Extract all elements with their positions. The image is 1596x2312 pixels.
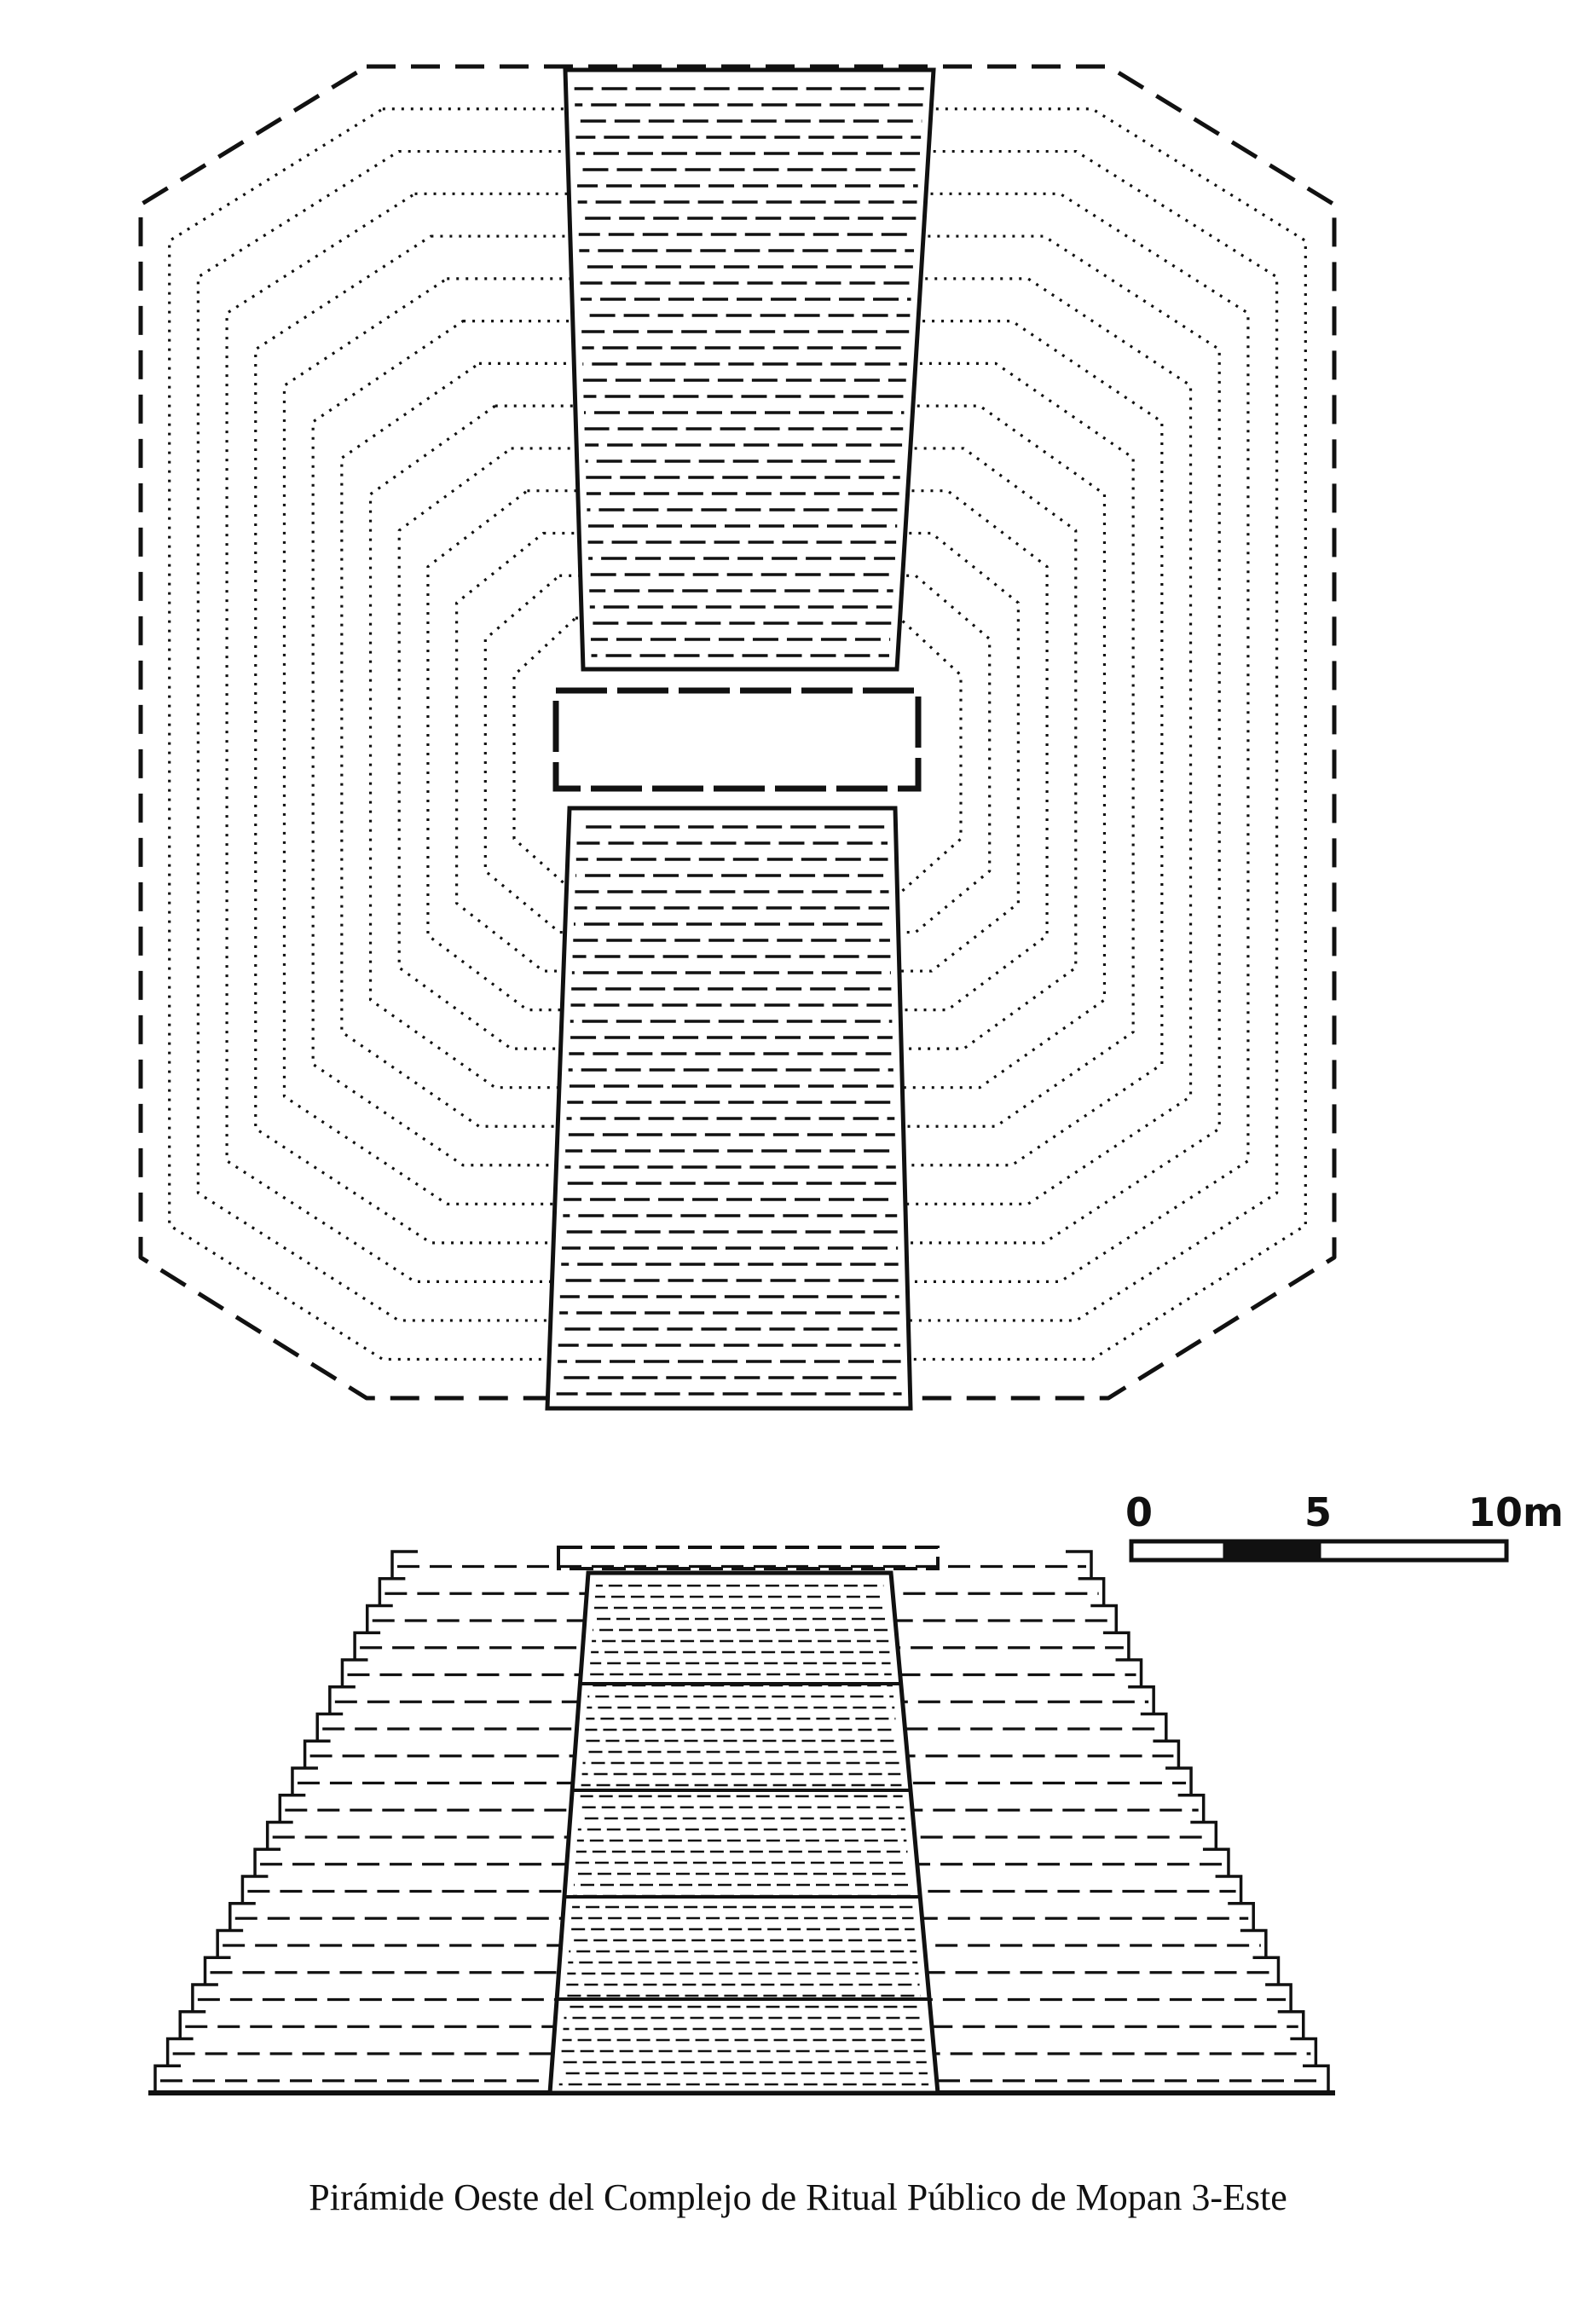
terrace-left bbox=[291, 1766, 318, 1795]
terrace-left bbox=[390, 1550, 418, 1579]
terrace-right bbox=[1290, 2037, 1318, 2066]
terrace-left bbox=[365, 1604, 393, 1633]
terrace-left bbox=[228, 1902, 256, 1931]
lower-stairway bbox=[545, 806, 913, 1411]
terrace-left bbox=[340, 1658, 368, 1687]
contour-ring bbox=[483, 574, 992, 934]
terrace-left bbox=[240, 1875, 269, 1904]
contour-ring bbox=[368, 404, 1107, 1090]
contour-ring bbox=[340, 361, 1135, 1128]
elevation-stairway bbox=[547, 1570, 940, 2095]
terrace-left bbox=[203, 1956, 231, 1985]
terrace-right bbox=[1303, 2064, 1330, 2093]
plan-view bbox=[138, 64, 1337, 1411]
contour-ring bbox=[196, 149, 1279, 1322]
scale-bar: 0 5 10m bbox=[1125, 1489, 1564, 1563]
terrace-right bbox=[1115, 1658, 1143, 1687]
scale-bar-segment-1 bbox=[1129, 1539, 1228, 1563]
terrace-left bbox=[378, 1577, 406, 1606]
terrace-right bbox=[1215, 1875, 1243, 1904]
terrace-left bbox=[191, 1983, 218, 2012]
terrace-right bbox=[1252, 1956, 1281, 1985]
terrace-left bbox=[265, 1820, 293, 1850]
terrace-left bbox=[253, 1847, 281, 1876]
terrace-left bbox=[353, 1631, 381, 1660]
terrace-left bbox=[165, 2037, 194, 2066]
upper-stairway bbox=[563, 67, 936, 672]
contour-ring bbox=[311, 320, 1164, 1167]
terrace-right bbox=[1190, 1820, 1218, 1850]
terrace-left bbox=[303, 1739, 331, 1768]
terrace-left bbox=[178, 2010, 206, 2039]
terrace-left bbox=[328, 1685, 356, 1714]
terrace-right bbox=[1102, 1631, 1130, 1660]
elevation-view bbox=[148, 1546, 1335, 2095]
terrace-right bbox=[1265, 1983, 1292, 2012]
terrace-right bbox=[1066, 1550, 1093, 1579]
terrace-left bbox=[153, 2064, 181, 2093]
scale-label-5: 5 bbox=[1304, 1489, 1332, 1535]
contour-ring bbox=[426, 489, 1049, 1012]
terrace-left bbox=[315, 1712, 344, 1742]
terrace-right bbox=[1202, 1847, 1230, 1876]
scale-bar-segment-3 bbox=[1316, 1539, 1509, 1563]
terrace-right bbox=[1153, 1739, 1181, 1768]
terrace-left bbox=[278, 1794, 306, 1823]
contour-ring bbox=[397, 447, 1078, 1050]
terrace-right bbox=[1177, 1794, 1206, 1823]
figure-caption: Pirámide Oeste del Complejo de Ritual Pú… bbox=[309, 2176, 1287, 2218]
terrace-right bbox=[1078, 1577, 1106, 1606]
contour-ring bbox=[138, 64, 1337, 1401]
terrace-right bbox=[1140, 1712, 1168, 1742]
terrace-left bbox=[216, 1928, 244, 1958]
summit-temple bbox=[557, 1546, 940, 1570]
scale-bar-segment-2 bbox=[1223, 1539, 1321, 1563]
contour-ring bbox=[455, 531, 1020, 973]
terrace-right bbox=[1277, 2010, 1305, 2039]
scale-label-0: 0 bbox=[1125, 1489, 1153, 1535]
scale-label-10m: 10m bbox=[1468, 1489, 1564, 1535]
terrace-right bbox=[1090, 1604, 1119, 1633]
terrace-right bbox=[1165, 1766, 1193, 1795]
contour-ring bbox=[168, 107, 1307, 1361]
summit-structure bbox=[552, 687, 922, 792]
terrace-right bbox=[1240, 1928, 1268, 1958]
terrace-right bbox=[1128, 1685, 1155, 1714]
terrace-right bbox=[1228, 1902, 1255, 1931]
contour-ring bbox=[254, 234, 1221, 1245]
